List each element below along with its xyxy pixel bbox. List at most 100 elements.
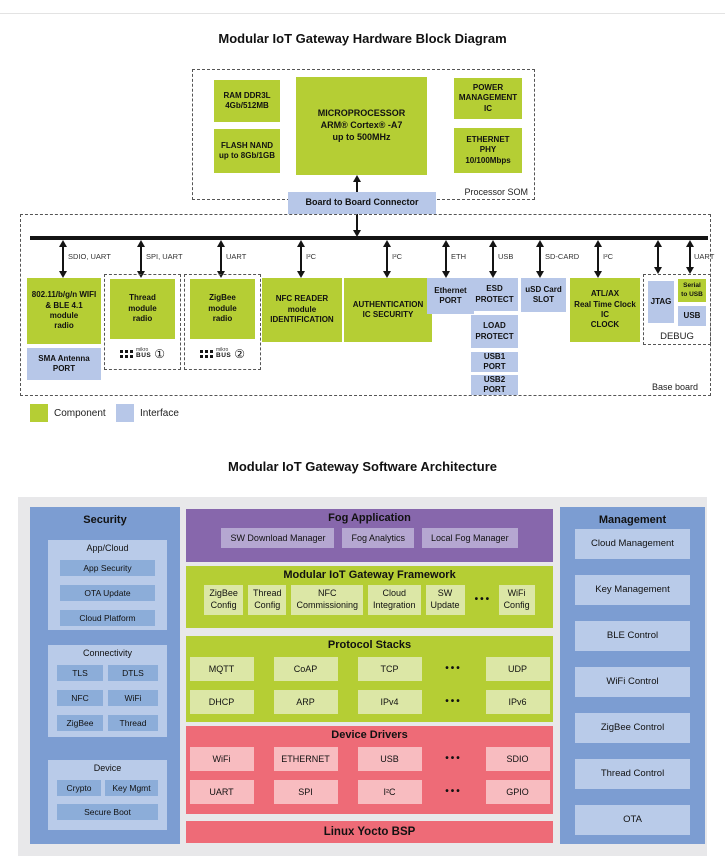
bus-label-sdio-uart: SDIO, UART [68,252,111,261]
thread-module: Thread module radio [110,279,175,339]
arrow-bus-serial-usb [686,240,694,274]
mikrobus-logo-2: mikro BUS ② [190,344,255,364]
arrow-connector-to-bus [353,214,361,237]
hardware-diagram-title: Modular IoT Gateway Hardware Block Diagr… [218,31,507,46]
arrow-bus-thread [137,240,145,278]
fog-items-row: SW Download Manager Fog Analytics Local … [186,528,553,548]
board-to-board-connector: Board to Board Connector [288,192,436,214]
bus-label-uart: UART [226,252,247,261]
management-title: Management [598,514,667,526]
cloud-management-item: Cloud Management [575,529,690,559]
bus-label-i2c-nfc: I²C [306,252,316,261]
base-board-label: Base board [651,382,698,392]
jtag-block: JTAG [648,281,674,323]
bus-label-uart-debug: UART [694,252,715,261]
protocol-ellipsis-2: ••• [445,696,462,707]
udp-item: UDP [485,657,550,681]
mikrobus-number-2: ② [234,347,245,361]
drivers-row-2: UART SPI I²C ••• GPIO [186,780,553,804]
mikrobus-brand: mikro BUS [216,347,232,360]
device-drivers-title: Device Drivers [331,729,408,741]
legend-component-swatch [30,404,48,422]
arrow-bus-ethport [442,240,450,278]
device-panel: Device Crypto Key Mgmt Secure Boot [48,760,167,830]
coap-item: CoAP [273,657,338,681]
mqtt-item: MQTT [189,657,254,681]
ethernet-port: Ethernet PORT [427,278,474,314]
authentication-ic-block: AUTHENTICATION IC SECURITY [344,278,432,342]
thread-item: Thread [108,715,158,731]
zigbee-config-item: ZigBee Config [204,585,243,615]
protocol-row-2: DHCP ARP IPv4 ••• IPv6 [186,690,553,714]
bus-label-i2c-auth: I²C [392,252,402,261]
esd-protect: ESD PROTECT [471,278,518,311]
cloud-platform-item: Cloud Platform [60,610,155,626]
fog-analytics-item: Fog Analytics [342,528,415,548]
gpio-driver-item: GPIO [485,780,550,804]
cloud-integration-item: Cloud Integration [368,585,421,615]
mikrobus-number-1: ① [154,347,165,361]
mikrobus-socket-1 [104,274,181,370]
usb1-port: USB1 PORT [471,352,518,372]
drivers-ellipsis-2: ••• [445,786,462,797]
legend-component-label: Component [54,408,106,419]
device-drivers-panel: Device Drivers WiFi ETHERNET USB ••• SDI… [186,726,553,814]
legend-interface-label: Interface [140,408,179,419]
arrow-bus-sdcard [536,240,544,278]
connectivity-panel: Connectivity TLS DTLS NFC WiFi ZigBee Th… [48,645,167,737]
dhcp-item: DHCP [189,690,254,714]
usb-driver-item: USB [357,747,422,771]
sma-antenna-port: SMA Antenna PORT [27,348,101,380]
nfc-item: NFC [57,690,103,706]
drivers-row-1: WiFi ETHERNET USB ••• SDIO [186,747,553,771]
protocol-row-1: MQTT CoAP TCP ••• UDP [186,657,553,681]
protocol-stacks-panel: Protocol Stacks MQTT CoAP TCP ••• UDP DH… [186,636,553,722]
ram-block: RAM DDR3L 4Gb/512MB [214,80,280,122]
ipv6-item: IPv6 [485,690,550,714]
debug-boundary: DEBUG [643,274,711,345]
i2c-driver-item: I²C [357,780,422,804]
security-column: Security App/Cloud App Security OTA Upda… [30,507,180,844]
arrow-bus-zigbee [217,240,225,278]
protocol-ellipsis-1: ••• [445,663,462,674]
dtls-item: DTLS [108,665,158,681]
local-fog-manager-item: Local Fog Manager [422,528,518,548]
framework-panel: Modular IoT Gateway Framework ZigBee Con… [186,566,553,628]
app-security-item: App Security [60,560,155,576]
zigbee-module: ZigBee module radio [190,279,255,339]
thread-control-item: Thread Control [575,759,690,789]
ota-update-item: OTA Update [60,585,155,601]
wifi-config-item: WiFi Config [498,585,535,615]
key-mgmt-item: Key Mgmt [105,780,158,796]
ethernet-phy-block: ETHERNET PHY 10/100Mbps [454,128,522,173]
sdio-driver-item: SDIO [485,747,550,771]
wifi-control-item: WiFi Control [575,667,690,697]
rtc-block: ATL/AX Real Time Clock IC CLOCK [570,278,640,342]
zigbee-item: ZigBee [57,715,103,731]
mikrobus-icon [120,350,133,358]
arrow-bus-wifi [59,240,67,278]
device-title: Device [93,763,122,773]
arp-item: ARP [273,690,338,714]
wifi-driver-item: WiFi [189,747,254,771]
processor-som-label: Processor SOM [464,187,528,197]
app-cloud-panel: App/Cloud App Security OTA Update Cloud … [48,540,167,630]
tls-item: TLS [57,665,103,681]
secure-boot-item: Secure Boot [57,804,158,820]
serial-to-usb-block: Serial to USB [678,279,706,302]
bus-label-spi-uart: SPI, UART [146,252,183,261]
power-management-block: POWER MANAGEMENT IC [454,78,522,119]
framework-ellipsis: ••• [474,594,492,605]
ipv4-item: IPv4 [357,690,422,714]
load-protect: LOAD PROTECT [471,315,518,348]
management-column: Management Cloud Management Key Manageme… [560,507,705,844]
ota-item: OTA [575,805,690,835]
key-management-item: Key Management [575,575,690,605]
flash-block: FLASH NAND up to 8Gb/1GB [214,129,280,173]
ble-control-item: BLE Control [575,621,690,651]
mikrobus-icon [200,350,213,358]
microprocessor-block: MICROPROCESSOR ARM® Cortex® -A7 up to 50… [296,77,427,175]
thread-config-item: Thread Config [247,585,287,615]
drivers-ellipsis-1: ••• [445,753,462,764]
software-diagram-title: Modular IoT Gateway Software Architectur… [228,459,497,474]
